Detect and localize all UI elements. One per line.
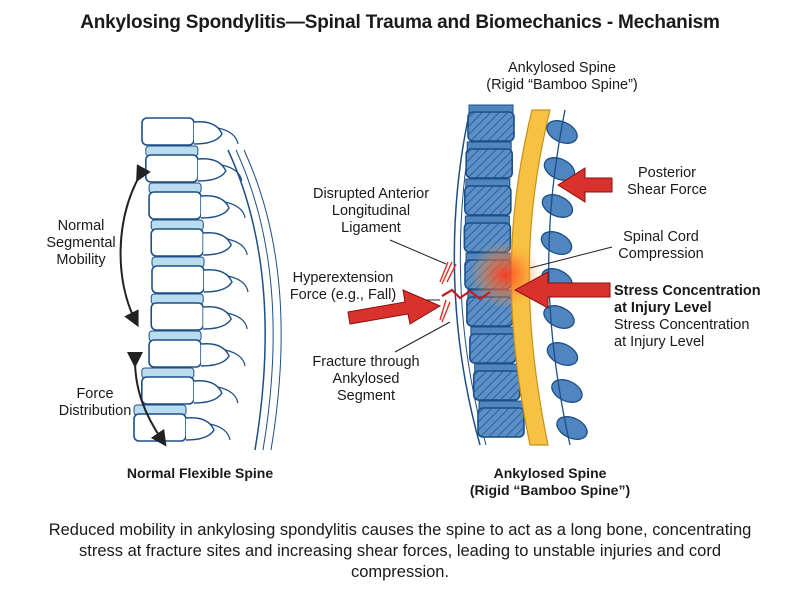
- spinal-cord: [510, 109, 551, 446]
- stress-arrow: [513, 271, 611, 309]
- vertebra-body: [150, 228, 205, 257]
- fracture-line: [441, 288, 491, 301]
- hyperextension-arrow: [347, 289, 442, 325]
- fused-vertebra: [472, 370, 521, 401]
- vertebra-body: [148, 191, 202, 220]
- fused-vertebra: [469, 333, 517, 364]
- fused-vertebra: [467, 111, 515, 142]
- diagram-title: Ankylosing Spondylitis—Spinal Trauma and…: [80, 12, 720, 33]
- vertebra-body: [150, 302, 205, 331]
- label-hyperextension-force: Hyperextension Force (e.g., Fall): [289, 270, 397, 303]
- label-normal-mobility: Normal Segmental Mobility: [46, 218, 116, 268]
- fused-vertebra: [464, 185, 512, 216]
- label-force-distribution: Force Distribution: [58, 386, 132, 419]
- caption-ankylosed-spine: Ankylosed Spine (Rigid “Bamboo Spine”): [469, 465, 631, 498]
- vertebra-body: [141, 376, 195, 405]
- fused-vertebra: [465, 148, 513, 179]
- vertebra-body: [148, 339, 202, 368]
- summary-text: Reduced mobility in ankylosing spondylit…: [48, 521, 752, 581]
- label-posterior-shear: Posterior Shear Force: [627, 165, 707, 198]
- vertebra-body: [141, 117, 195, 146]
- torn-ligament: [439, 261, 457, 323]
- vertebra-body: [151, 265, 205, 294]
- posterior-shear-arrow: [557, 167, 613, 203]
- label-fracture: Fracture through Ankylosed Segment: [312, 354, 420, 404]
- force-distribution-arrow: [126, 351, 167, 447]
- normal-spine: [133, 117, 282, 451]
- vertebra-body: [145, 154, 199, 183]
- fused-vertebra: [477, 407, 525, 438]
- mobility-arrow: [119, 164, 151, 328]
- label-stress-concentration: Stress Concentration at Injury Level Str…: [614, 283, 761, 350]
- ankylosed-spine: [453, 104, 588, 446]
- top-right-heading: Ankylosed Spine (Rigid “Bamboo Spine”): [486, 60, 638, 93]
- label-cord-compression: Spinal Cord Compression: [618, 229, 704, 262]
- label-disrupted-ligament: Disrupted Anterior Longitudinal Ligament: [312, 186, 430, 236]
- caption-normal-spine: Normal Flexible Spine: [126, 465, 274, 481]
